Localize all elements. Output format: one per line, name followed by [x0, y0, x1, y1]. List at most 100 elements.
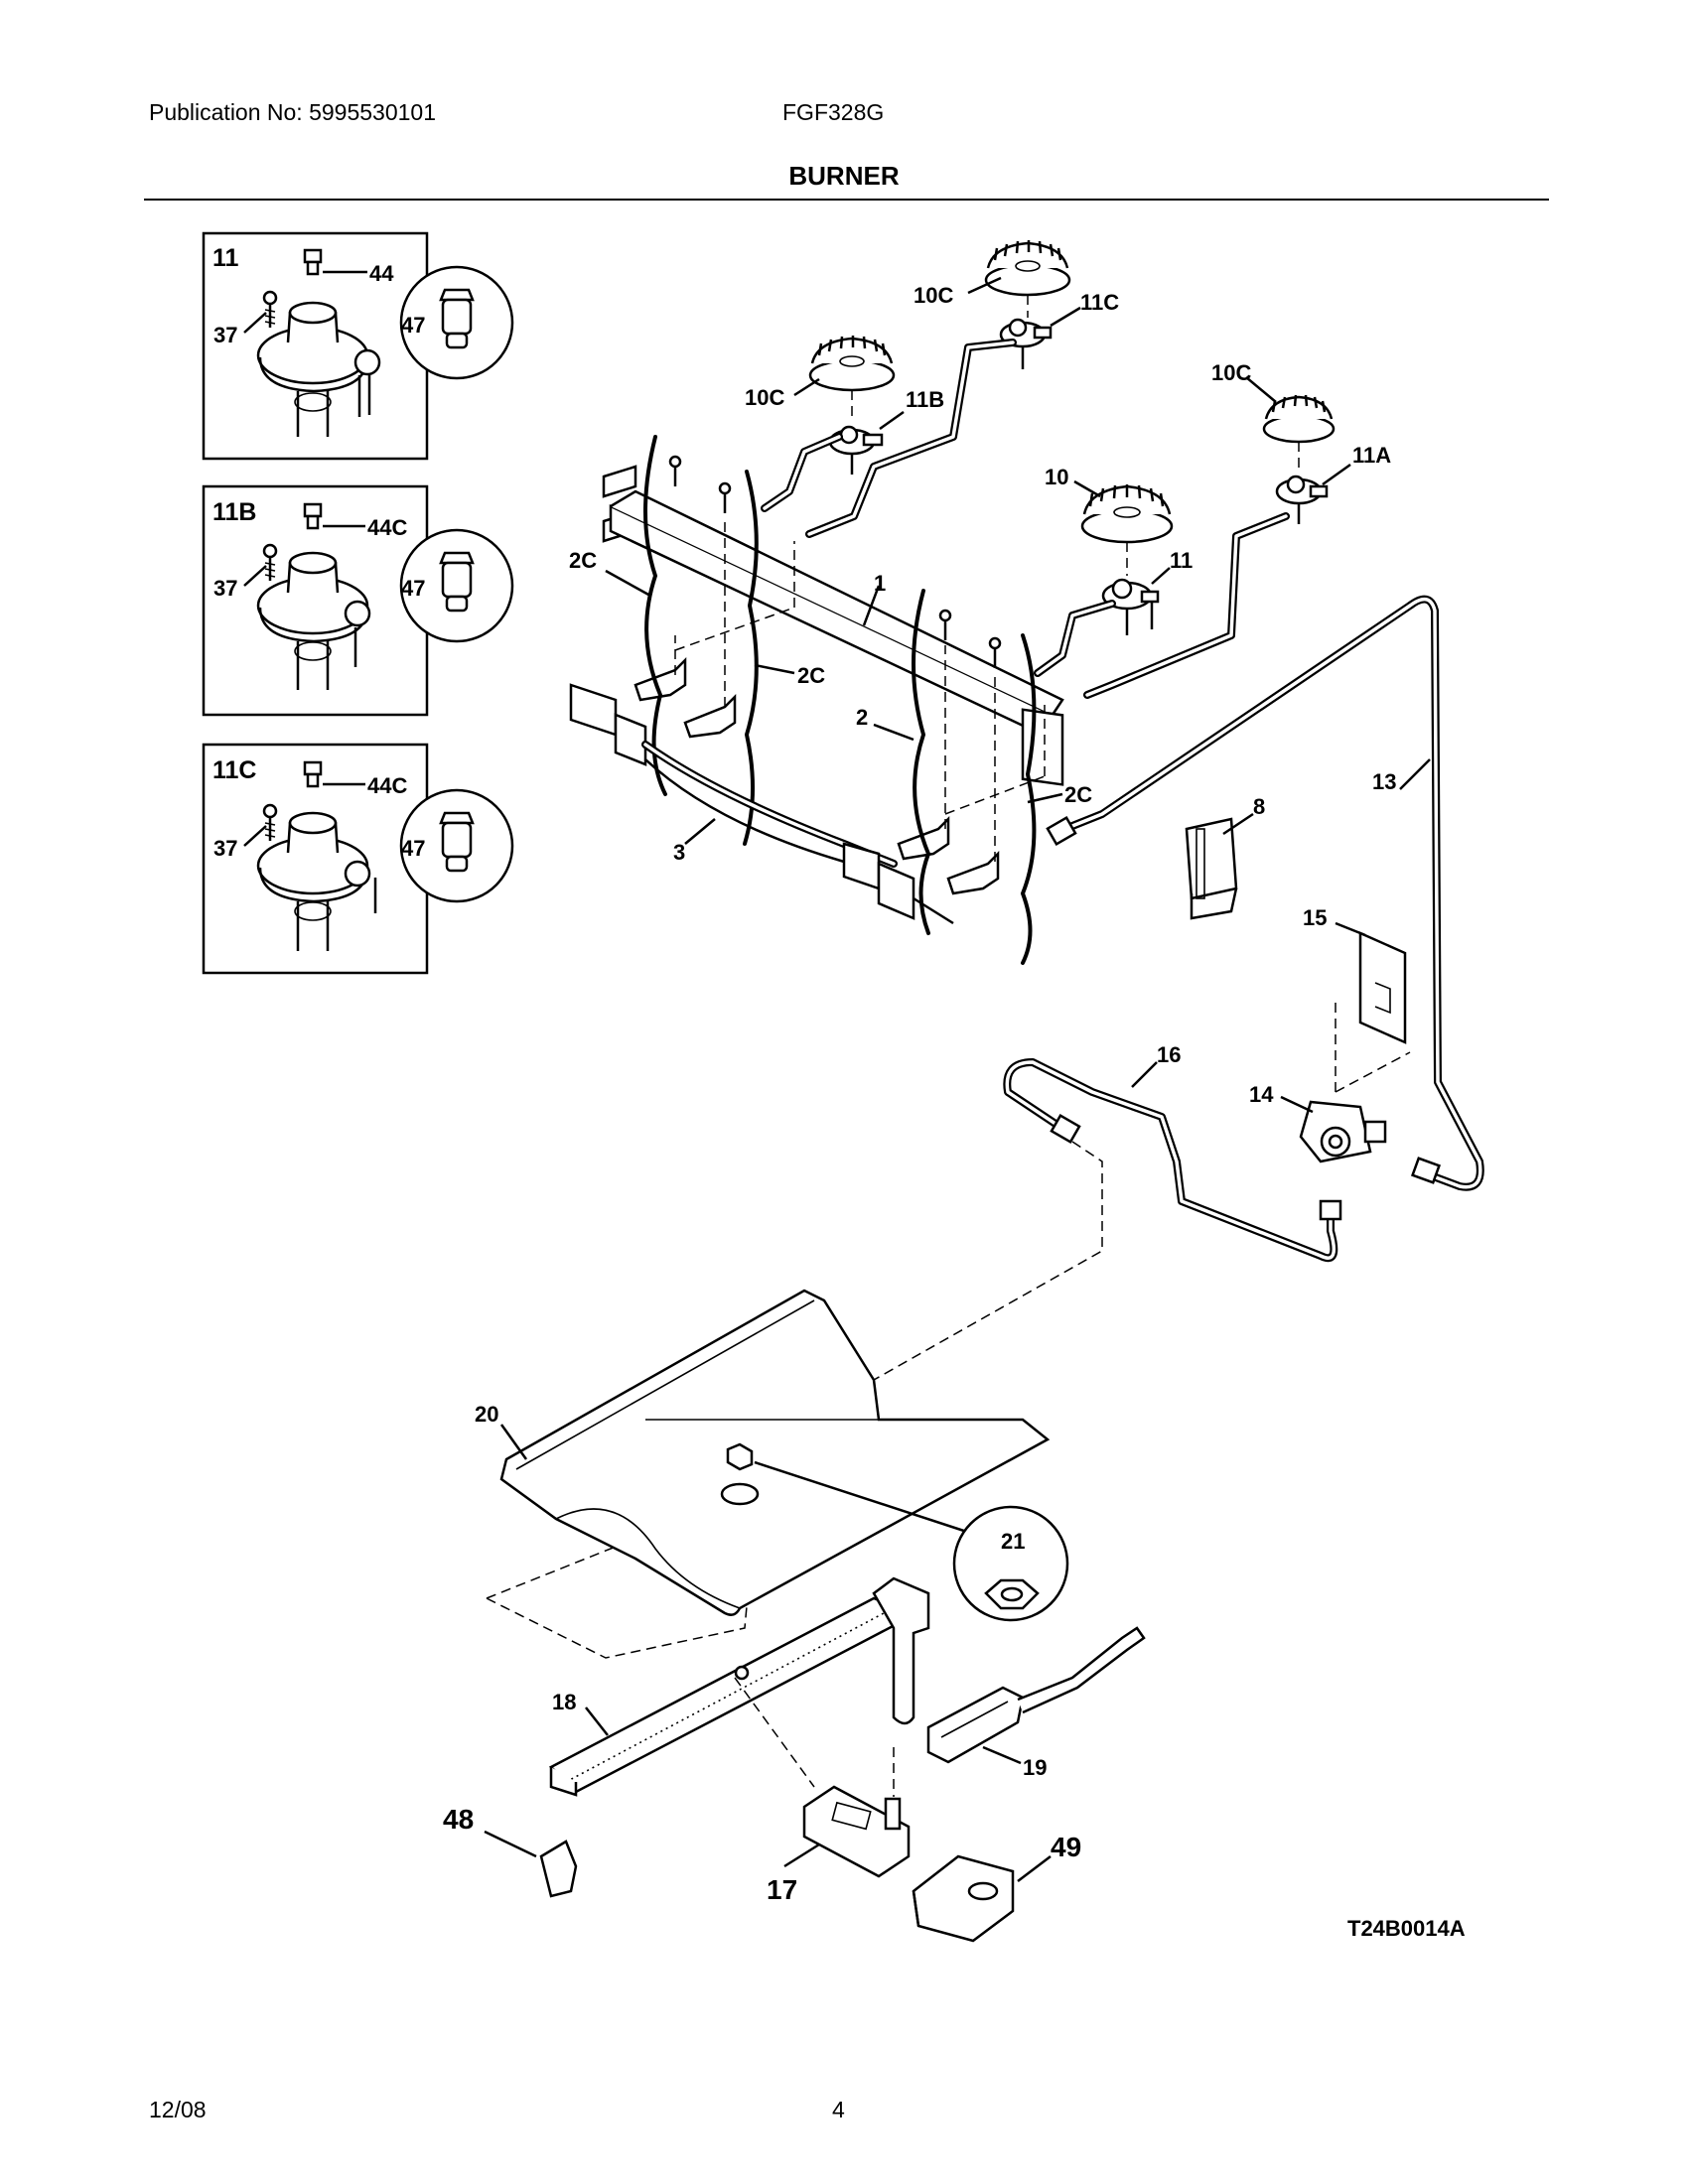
leader-2	[873, 723, 914, 742]
inset-11-title: 11	[212, 244, 239, 272]
leader-11b	[879, 410, 905, 431]
leader-2c-right	[1027, 792, 1063, 804]
orifice-detail-icon	[439, 551, 475, 613]
part-label-13: 13	[1372, 769, 1396, 794]
part-label-47: 47	[401, 313, 425, 338]
orifice-screw-icon	[303, 502, 323, 530]
leader-10c-mid	[793, 377, 820, 397]
leader-19	[982, 1745, 1022, 1765]
orifice-screw-icon	[303, 760, 323, 788]
part-label-21: 21	[1001, 1529, 1025, 1554]
part-label-2: 2	[856, 705, 868, 730]
leader-8	[1222, 812, 1254, 836]
inset-11b: 11B 44C 37	[202, 484, 514, 717]
part-label-10c-right: 10C	[1211, 360, 1251, 385]
burner-head-10c-right-icon	[1262, 394, 1336, 444]
part-label-44c: 44C	[367, 773, 407, 798]
manifold-bracket-1	[602, 465, 1064, 786]
nut-21-icon	[726, 1442, 1069, 1622]
part-label-44c: 44C	[367, 515, 407, 540]
part-label-10c-top: 10C	[914, 283, 953, 308]
leader-37	[243, 825, 267, 847]
part-label-11b: 11B	[906, 387, 944, 412]
bracket-15-icon	[1358, 931, 1407, 1044]
orifice-holder-icon	[256, 301, 381, 437]
part-label-3: 3	[673, 840, 685, 865]
leader-48	[484, 1830, 537, 1858]
part-label-11c: 11C	[1080, 290, 1119, 315]
orifice-holder-icon	[256, 551, 371, 690]
safety-valve-17-icon	[734, 1677, 911, 1878]
part-label-1: 1	[874, 571, 886, 596]
burner-head-10c-top-icon	[984, 240, 1071, 297]
header-rule	[144, 199, 1549, 201]
inset-11: 11 44	[202, 231, 514, 461]
orifice-screw-icon	[303, 248, 323, 276]
valve-cover-49-icon	[912, 1854, 1015, 1943]
oven-baffle-20-icon	[499, 1289, 1051, 1616]
orifice-holder-icon	[256, 811, 377, 951]
leader-13	[1399, 758, 1431, 790]
part-label-2c-left: 2C	[569, 548, 597, 573]
part-label-11a: 11A	[1352, 443, 1391, 468]
burner-base-11a-icon	[1275, 475, 1329, 524]
bracket-48-icon	[539, 1840, 578, 1898]
leader-11	[1151, 567, 1171, 585]
page-number: 4	[832, 2097, 845, 2122]
part-label-18: 18	[552, 1690, 576, 1714]
part-label-20: 20	[475, 1402, 498, 1427]
leader-20	[499, 1424, 528, 1460]
part-label-48: 48	[443, 1804, 474, 1835]
part-label-47: 47	[401, 576, 425, 601]
screw-icon	[262, 290, 278, 328]
part-label-11: 11	[1170, 548, 1193, 573]
spark-module-8-icon	[1185, 817, 1238, 920]
leader-1	[862, 585, 881, 626]
leader-3	[684, 818, 716, 845]
part-label-14: 14	[1249, 1082, 1274, 1107]
oven-tube-16	[1003, 1058, 1342, 1263]
leader-37	[243, 312, 267, 334]
leader-14	[1280, 1095, 1314, 1114]
leader-37	[243, 565, 267, 587]
part-label-10c-mid: 10C	[745, 385, 784, 410]
part-label-37: 37	[213, 323, 237, 347]
footer-date: 12/08	[149, 2097, 207, 2122]
part-label-16: 16	[1157, 1042, 1181, 1067]
leader-11c	[1050, 306, 1081, 328]
gas-tube-13	[1046, 595, 1484, 1191]
manifold-screws	[668, 455, 1002, 668]
page-title: BURNER	[788, 161, 900, 191]
orifice-detail-icon	[439, 811, 475, 873]
oven-burner-18-icon	[548, 1576, 930, 1797]
part-label-49: 49	[1051, 1832, 1081, 1862]
part-label-17: 17	[767, 1874, 797, 1905]
part-label-2c-mid: 2C	[797, 663, 825, 688]
inset-11c: 11C 44C 37	[202, 743, 514, 975]
leader-17	[783, 1843, 820, 1868]
inset-11c-title: 11C	[212, 756, 256, 784]
part-label-37: 37	[213, 576, 237, 601]
part-label-37: 37	[213, 836, 237, 861]
publication-number: Publication No: 5995530101	[149, 99, 437, 125]
part-label-44: 44	[369, 261, 394, 286]
leader-10	[1073, 479, 1101, 498]
leader-16	[1131, 1061, 1158, 1088]
igniter-19-icon	[926, 1626, 1146, 1764]
screw-icon	[262, 803, 278, 841]
leader-49	[1017, 1855, 1052, 1882]
burner-head-10c-mid-icon	[808, 336, 896, 392]
part-label-8: 8	[1253, 794, 1265, 819]
valve-icons	[633, 516, 1046, 895]
diagram-code: T24B0014A	[1347, 1916, 1466, 1941]
burner-tubes	[761, 339, 1290, 699]
model-number: FGF328G	[782, 99, 885, 125]
leader-10c-right	[1245, 376, 1277, 403]
part-label-15: 15	[1303, 905, 1327, 930]
part-label-47: 47	[401, 836, 425, 861]
pressure-regulator-14-icon	[1299, 1100, 1387, 1163]
leader-15	[1335, 921, 1366, 937]
part-label-19: 19	[1023, 1755, 1047, 1780]
